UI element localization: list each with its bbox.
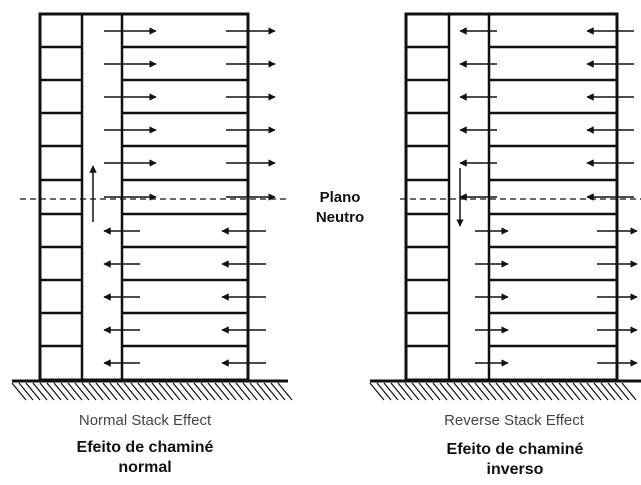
normal-stack-building <box>38 12 276 382</box>
reverse-stack-caption-pt-line2: inverso <box>486 461 544 478</box>
ground-right <box>369 379 641 401</box>
neutral-plane-label-line2: Neutro <box>315 209 365 226</box>
floor-slabs <box>406 45 617 348</box>
normal-stack-caption-pt-line1: Efeito de chaminé <box>76 439 214 456</box>
building-outline <box>404 12 619 382</box>
reverse-stack-caption-pt-line1: Efeito de chaminé <box>446 441 584 458</box>
reverse-stack-building <box>404 12 638 382</box>
airflow-arrows <box>459 27 638 367</box>
airflow-arrows <box>103 27 276 367</box>
reverse-stack-caption-en: Reverse Stack Effect <box>444 412 584 429</box>
normal-stack-caption-pt-line2: normal <box>118 459 172 476</box>
neutral-plane-label-line1: Plano <box>319 189 361 206</box>
ground-left <box>11 379 293 401</box>
normal-stack-caption-en: Normal Stack Effect <box>78 412 212 429</box>
floor-slabs <box>40 45 248 348</box>
